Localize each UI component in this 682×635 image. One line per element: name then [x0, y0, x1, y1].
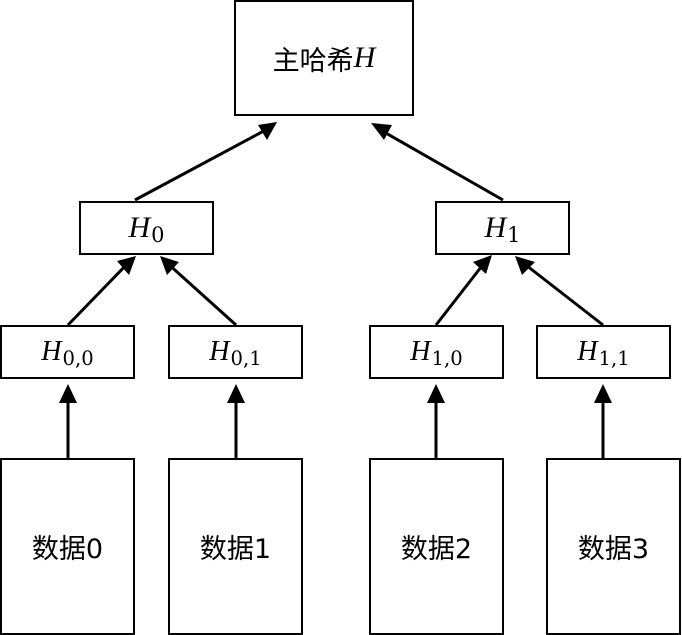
arrowhead-h0-root — [258, 122, 277, 140]
root-hash-label: 主哈希 — [272, 45, 354, 77]
hash-symbol: H — [209, 336, 230, 367]
hash-subscript: 0,1 — [230, 347, 262, 371]
hash-subscript: 1,1 — [598, 347, 630, 371]
data-block-2: 数据2 — [369, 458, 504, 635]
hash-subscript: 1,0 — [431, 347, 463, 371]
hash-subscript: 1 — [507, 223, 521, 248]
hash-symbol: H — [484, 211, 507, 244]
hash-subscript: 0,0 — [62, 347, 94, 371]
arrowhead-h11-h1 — [515, 256, 535, 275]
hash-symbol: H — [128, 211, 151, 244]
arrowhead-data1 — [227, 384, 245, 403]
hash-subscript: 0 — [151, 223, 165, 248]
arrowhead-data3 — [594, 384, 612, 403]
arrowhead-h00-h0 — [117, 256, 136, 275]
hash-symbol: H — [41, 336, 62, 367]
edge-h0-to-root — [134, 124, 274, 202]
arrowhead-h1-root — [371, 123, 392, 140]
root-hash-symbol: H — [353, 41, 376, 74]
arrowhead-h01-h0 — [160, 256, 179, 275]
edge-h00-to-h0 — [66, 260, 131, 327]
data-label: 数据0 — [31, 534, 104, 565]
data-label: 数据2 — [400, 534, 473, 565]
arrowhead-data0 — [59, 384, 77, 403]
data-label: 数据1 — [199, 534, 272, 565]
hash-symbol: H — [577, 336, 598, 367]
edge-h10-to-h1 — [434, 261, 487, 326]
data-label: 数据3 — [577, 534, 650, 565]
edge-h01-to-h0 — [164, 260, 238, 327]
data-block-1: 数据1 — [168, 458, 303, 635]
edge-h11-to-h1 — [521, 260, 604, 327]
arrowhead-h10-h1 — [473, 255, 492, 274]
data-block-0: 数据0 — [0, 458, 135, 635]
edge-h1-to-root — [376, 126, 504, 202]
arrowhead-data2 — [427, 384, 445, 403]
data-block-3: 数据3 — [546, 458, 681, 635]
hash-symbol: H — [410, 336, 431, 367]
